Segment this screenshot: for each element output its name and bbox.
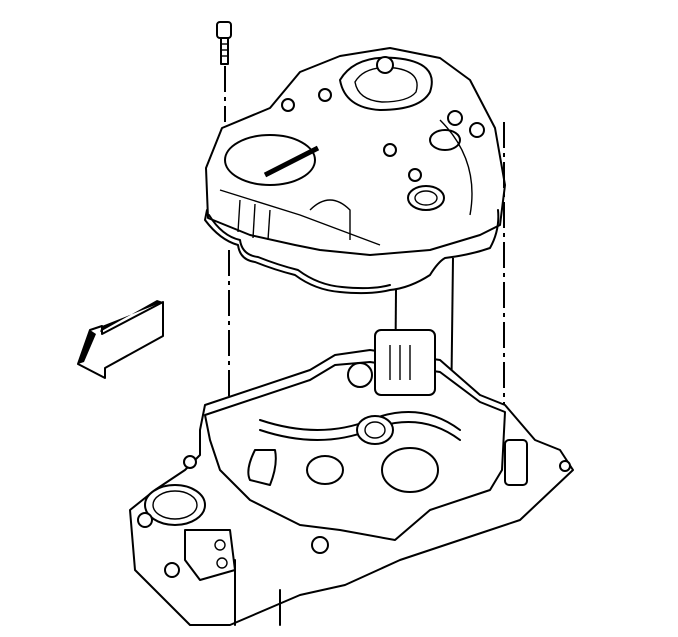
upper-intake-manifold — [205, 47, 506, 256]
lower-intake-manifold — [129, 329, 574, 626]
gasket — [204, 209, 500, 295]
bolt — [216, 21, 232, 122]
direction-arrow — [77, 300, 164, 379]
